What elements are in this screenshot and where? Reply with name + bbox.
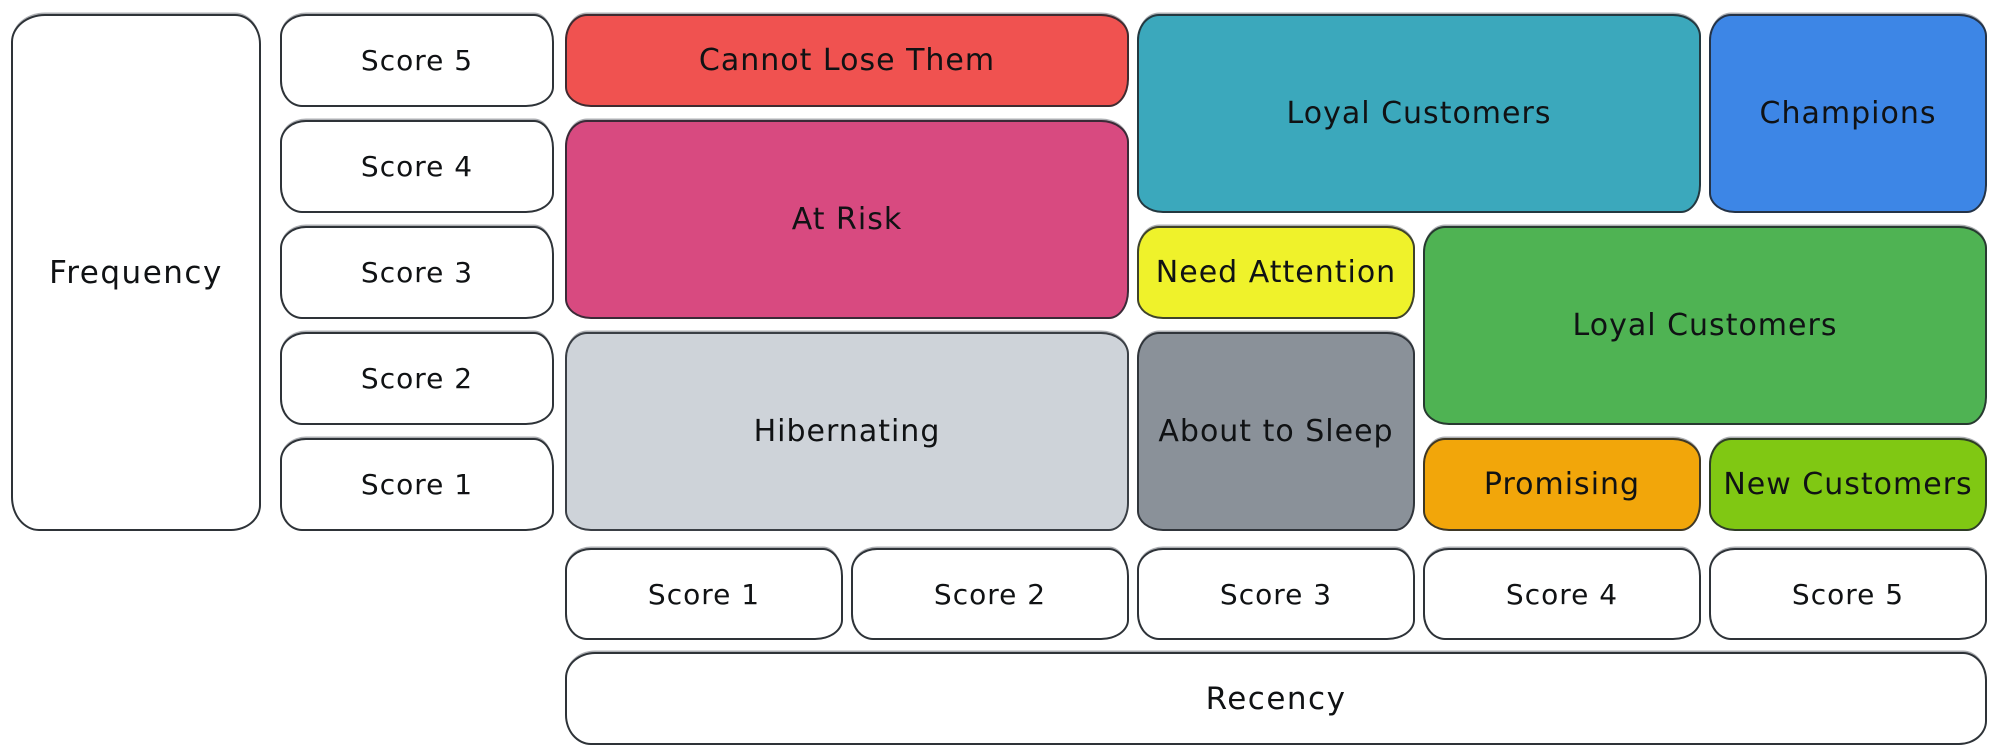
recency-score-1-box: Score 1: [565, 548, 843, 640]
segment-matrix: Cannot Lose Them At Risk Hibernating Loy…: [565, 14, 1987, 531]
segment-loyal-customers-top: Loyal Customers: [1137, 14, 1701, 213]
segment-label: Promising: [1483, 467, 1641, 502]
segment-label: About to Sleep: [1158, 414, 1394, 449]
frequency-score-label: Score 4: [360, 150, 474, 183]
segment-label: Hibernating: [753, 414, 941, 449]
recency-score-2-box: Score 2: [851, 548, 1129, 640]
recency-score-label: Score 4: [1505, 577, 1619, 611]
frequency-score-label: Score 2: [360, 362, 474, 395]
recency-score-label: Score 2: [933, 577, 1047, 611]
frequency-axis-box: Frequency: [11, 14, 261, 531]
frequency-score-label: Score 1: [360, 468, 474, 501]
segment-loyal-customers-mid: Loyal Customers: [1423, 226, 1987, 425]
frequency-score-label: Score 3: [360, 256, 474, 289]
segment-hibernating: Hibernating: [565, 332, 1129, 531]
segment-label: Loyal Customers: [1572, 308, 1838, 343]
segment-at-risk: At Risk: [565, 120, 1129, 319]
segment-label: Champions: [1759, 96, 1937, 131]
recency-score-3-box: Score 3: [1137, 548, 1415, 640]
frequency-score-3-box: Score 3: [280, 226, 554, 319]
recency-score-row: Score 1 Score 2 Score 3 Score 4 Score 5: [565, 548, 1987, 640]
recency-axis-label: Recency: [1205, 680, 1347, 717]
recency-axis-box: Recency: [565, 652, 1987, 745]
segment-label: Need Attention: [1155, 255, 1397, 290]
recency-score-label: Score 1: [647, 577, 761, 611]
segment-need-attention: Need Attention: [1137, 226, 1415, 319]
frequency-score-2-box: Score 2: [280, 332, 554, 425]
segment-champions: Champions: [1709, 14, 1987, 213]
recency-score-5-box: Score 5: [1709, 548, 1987, 640]
segment-label: Cannot Lose Them: [698, 43, 996, 78]
frequency-axis-label: Frequency: [49, 254, 223, 291]
frequency-score-label: Score 5: [360, 44, 474, 77]
segment-about-to-sleep: About to Sleep: [1137, 332, 1415, 531]
recency-score-label: Score 5: [1791, 577, 1905, 611]
segment-label: Loyal Customers: [1286, 96, 1552, 131]
frequency-score-1-box: Score 1: [280, 438, 554, 531]
recency-score-label: Score 3: [1219, 577, 1333, 611]
segment-new-customers: New Customers: [1709, 438, 1987, 531]
segment-promising: Promising: [1423, 438, 1701, 531]
segment-cannot-lose-them: Cannot Lose Them: [565, 14, 1129, 107]
recency-score-4-box: Score 4: [1423, 548, 1701, 640]
frequency-score-4-box: Score 4: [280, 120, 554, 213]
frequency-score-5-box: Score 5: [280, 14, 554, 107]
segment-label: At Risk: [791, 202, 903, 237]
frequency-score-column: Score 5 Score 4 Score 3 Score 2 Score 1: [280, 14, 554, 531]
segment-label: New Customers: [1723, 467, 1973, 502]
